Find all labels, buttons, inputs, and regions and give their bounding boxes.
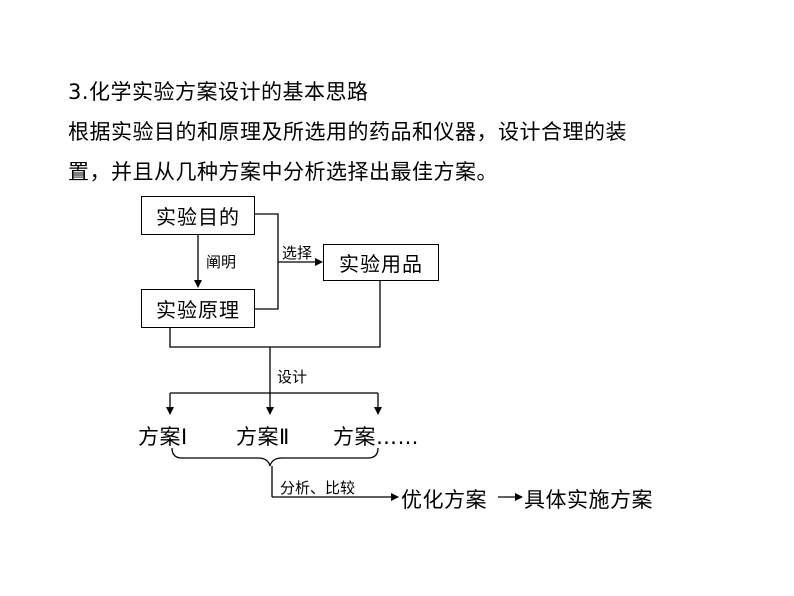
intro-text: 3.化学实验方案设计的基本思路 根据实验目的和原理及所选用的药品和仪器，设计合理… [68, 72, 758, 192]
box-experiment-principle-label: 实验原理 [156, 298, 240, 322]
plan-2: 方案Ⅱ [236, 425, 290, 449]
box-experiment-materials-label: 实验用品 [339, 252, 423, 276]
label-analyze-compare: 分析、比较 [280, 479, 356, 497]
box-experiment-purpose-label: 实验目的 [156, 205, 240, 229]
label-select: 选择 [282, 244, 313, 262]
result-implementation-plan: 具体实施方案 [524, 488, 653, 512]
box-experiment-purpose: 实验目的 [141, 196, 255, 235]
box-experiment-principle: 实验原理 [141, 289, 255, 328]
box-experiment-materials: 实验用品 [323, 244, 439, 281]
select-bracket [255, 213, 279, 310]
label-design: 设计 [277, 368, 308, 386]
plans-brace [171, 447, 379, 467]
paragraph-line-1: 根据实验目的和原理及所选用的药品和仪器，设计合理的装 [68, 120, 627, 144]
label-explain: 阐明 [206, 253, 237, 271]
design-join [169, 280, 381, 348]
result-optimized-plan: 优化方案 [401, 488, 487, 512]
plan-1: 方案Ⅰ [138, 425, 188, 449]
paragraph-line-2: 置，并且从几种方案中分析选择出最佳方案。 [68, 160, 498, 184]
plan-3: 方案…… [333, 425, 419, 449]
section-heading: 3.化学实验方案设计的基本思路 [68, 80, 369, 104]
